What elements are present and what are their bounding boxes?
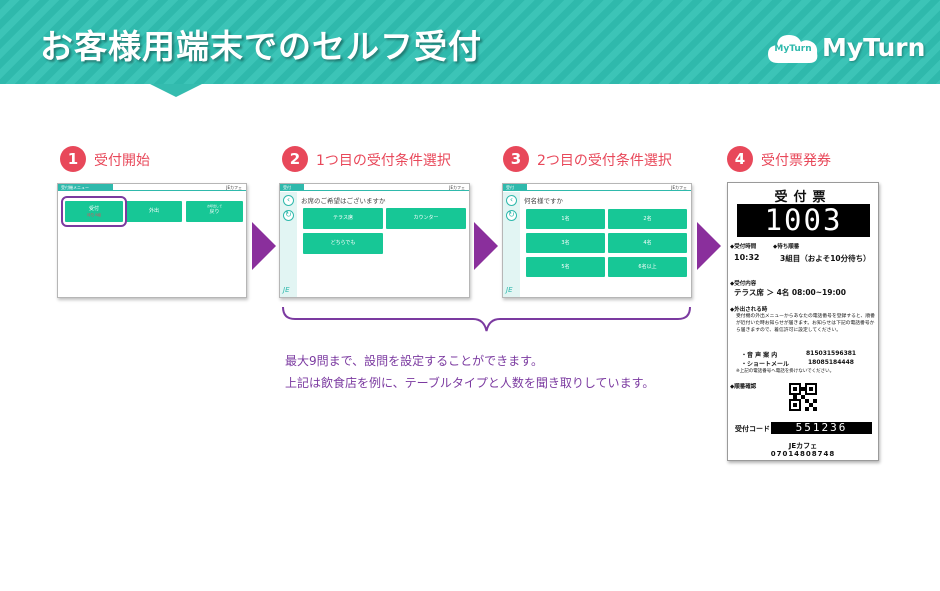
option-label: 5名	[561, 264, 570, 270]
je-logo: JE	[506, 286, 513, 294]
refresh-icon[interactable]: ↻	[506, 210, 517, 221]
screen-menu-tab: 受付	[280, 184, 304, 191]
ticket-time: 10:32	[734, 253, 760, 262]
header-banner: お客様用端末でのセルフ受付 MyTurn MyTurn	[0, 0, 940, 84]
screen-shop-name: JEカフェ	[449, 185, 465, 190]
myturn-logo: MyTurn MyTurn	[766, 27, 925, 73]
ticket-title: 受付票	[774, 190, 832, 205]
screen-sidebar: ‹ ↻ JE	[280, 192, 297, 297]
option-counter[interactable]: カウンター	[386, 208, 466, 229]
screen-first-condition: 受付 JEカフェ ‹ ↻ JE お席のご希望はございますか テラス席 カウンター…	[279, 183, 470, 298]
option-label: テラス席	[333, 215, 353, 221]
question-text: お席のご希望はございますか	[301, 197, 386, 205]
screen-title-bar: 受付機メニュー JEカフェ	[58, 184, 246, 191]
option-label: 4名	[643, 240, 652, 246]
ticket-wait: 3組目（およそ10分待ち）	[780, 254, 871, 263]
flow-arrow-icon	[252, 222, 276, 270]
screen-second-condition: 受付 JEカフェ ‹ ↻ JE 何名様ですか 1名 2名 3名 4名 5名 6名…	[502, 183, 692, 298]
screen-reception-start: 受付機メニュー JEカフェ 受付 待ち 0組 外出 お呼出しで 戻り	[57, 183, 247, 298]
step-label: 受付開始	[94, 153, 150, 169]
page-title: お客様用端末でのセルフ受付	[40, 27, 482, 66]
qr-code-icon	[789, 383, 817, 411]
grouping-brace-icon	[282, 306, 691, 332]
ticket-call-text: 受付機の外出メニューからあなたの電話番号を登録すると、順番が近付いた時お知らせが…	[736, 314, 875, 333]
step-label: 1つ目の受付条件選択	[316, 153, 451, 169]
option-label: どちらでも	[330, 240, 356, 246]
go-out-button[interactable]: 外出	[126, 201, 182, 222]
sms-number: 18085184448	[808, 359, 854, 366]
code-label: 受付コード	[735, 425, 770, 433]
note-line-1: 最大9問まで、設問を設定することができます。	[285, 354, 543, 368]
screen-title-bar: 受付 JEカフェ	[280, 184, 469, 191]
step-label: 受付票発券	[761, 153, 831, 169]
option-4-people[interactable]: 4名	[608, 233, 687, 253]
option-terrace[interactable]: テラス席	[303, 208, 383, 229]
flow-arrow-icon	[474, 222, 498, 270]
option-1-person[interactable]: 1名	[526, 209, 605, 229]
reception-button[interactable]: 受付 待ち 0組	[65, 201, 123, 222]
option-either[interactable]: どちらでも	[303, 233, 383, 254]
screen-sidebar: ‹ ↻ JE	[503, 192, 520, 297]
note-line-2: 上記は飲食店を例に、テーブルタイプと人数を聞き取りしています。	[285, 376, 655, 390]
option-label: 3名	[561, 240, 570, 246]
ticket-confirm-label: ◆順番確認	[730, 384, 757, 390]
option-6-plus-people[interactable]: 6名以上	[608, 257, 687, 277]
reception-code: 551236	[771, 422, 872, 434]
ticket-content: テラス席 ＞ 4名 08:00~19:00	[734, 288, 846, 297]
logo-name: MyTurn	[822, 33, 926, 62]
option-label: 1名	[561, 216, 570, 222]
screen-shop-name: JEカフェ	[671, 185, 687, 190]
back-arrow-icon[interactable]: ‹	[506, 195, 517, 206]
step-number: 2	[282, 146, 308, 172]
reception-wait-count: 待ち 0組	[87, 213, 101, 217]
go-out-button-label: 外出	[148, 208, 159, 214]
return-button-label: 戻り	[209, 209, 220, 215]
ticket-shop-name: JEカフェ	[788, 442, 818, 450]
step-number: 1	[60, 146, 86, 172]
je-logo: JE	[283, 286, 290, 294]
cloud-icon	[768, 35, 818, 63]
ticket-warning: ※上記の電話番号へ電話を掛けないでください。	[736, 369, 835, 374]
option-3-people[interactable]: 3名	[526, 233, 605, 253]
screen-menu-tab: 受付	[503, 184, 527, 191]
return-button[interactable]: お呼出しで 戻り	[186, 201, 243, 222]
refresh-icon[interactable]: ↻	[283, 210, 294, 221]
screen-menu-tab: 受付機メニュー	[58, 184, 113, 191]
step-label: 2つ目の受付条件選択	[537, 153, 672, 169]
option-5-people[interactable]: 5名	[526, 257, 605, 277]
step-number: 3	[503, 146, 529, 172]
question-text: 何名様ですか	[524, 197, 563, 205]
option-label: カウンター	[413, 215, 439, 221]
reception-button-label: 受付	[88, 206, 99, 212]
highlight-ring	[61, 196, 127, 227]
ticket-call-label: ◆外出される時	[730, 307, 768, 313]
screen-shop-name: JEカフェ	[226, 185, 242, 190]
step-number: 4	[727, 146, 753, 172]
ticket-wait-label: ◆待ち順番	[773, 244, 800, 250]
ticket-time-label: ◆受付時間	[730, 244, 757, 250]
sms-label: ・ショートメール	[741, 361, 790, 368]
option-label: 6名以上	[638, 264, 657, 270]
header-notch	[150, 84, 202, 97]
option-label: 2名	[643, 216, 652, 222]
ticket-shop-phone: 07014808748	[770, 450, 836, 458]
option-2-people[interactable]: 2名	[608, 209, 687, 229]
logo-cloud-label: MyTurn	[774, 44, 812, 54]
ticket-content-label: ◆受付内容	[730, 281, 757, 287]
voice-label: ・音 声 案 内	[741, 352, 778, 359]
reception-ticket: 受付票 1003 ◆受付時間 ◆待ち順番 10:32 3組目（およそ10分待ち）…	[727, 182, 879, 461]
ticket-number: 1003	[737, 204, 870, 237]
screen-title-bar: 受付 JEカフェ	[503, 184, 691, 191]
voice-number: 815031596381	[806, 350, 857, 357]
back-arrow-icon[interactable]: ‹	[283, 195, 294, 206]
return-button-sublabel: お呼出しで	[207, 204, 222, 208]
flow-arrow-icon	[697, 222, 721, 270]
